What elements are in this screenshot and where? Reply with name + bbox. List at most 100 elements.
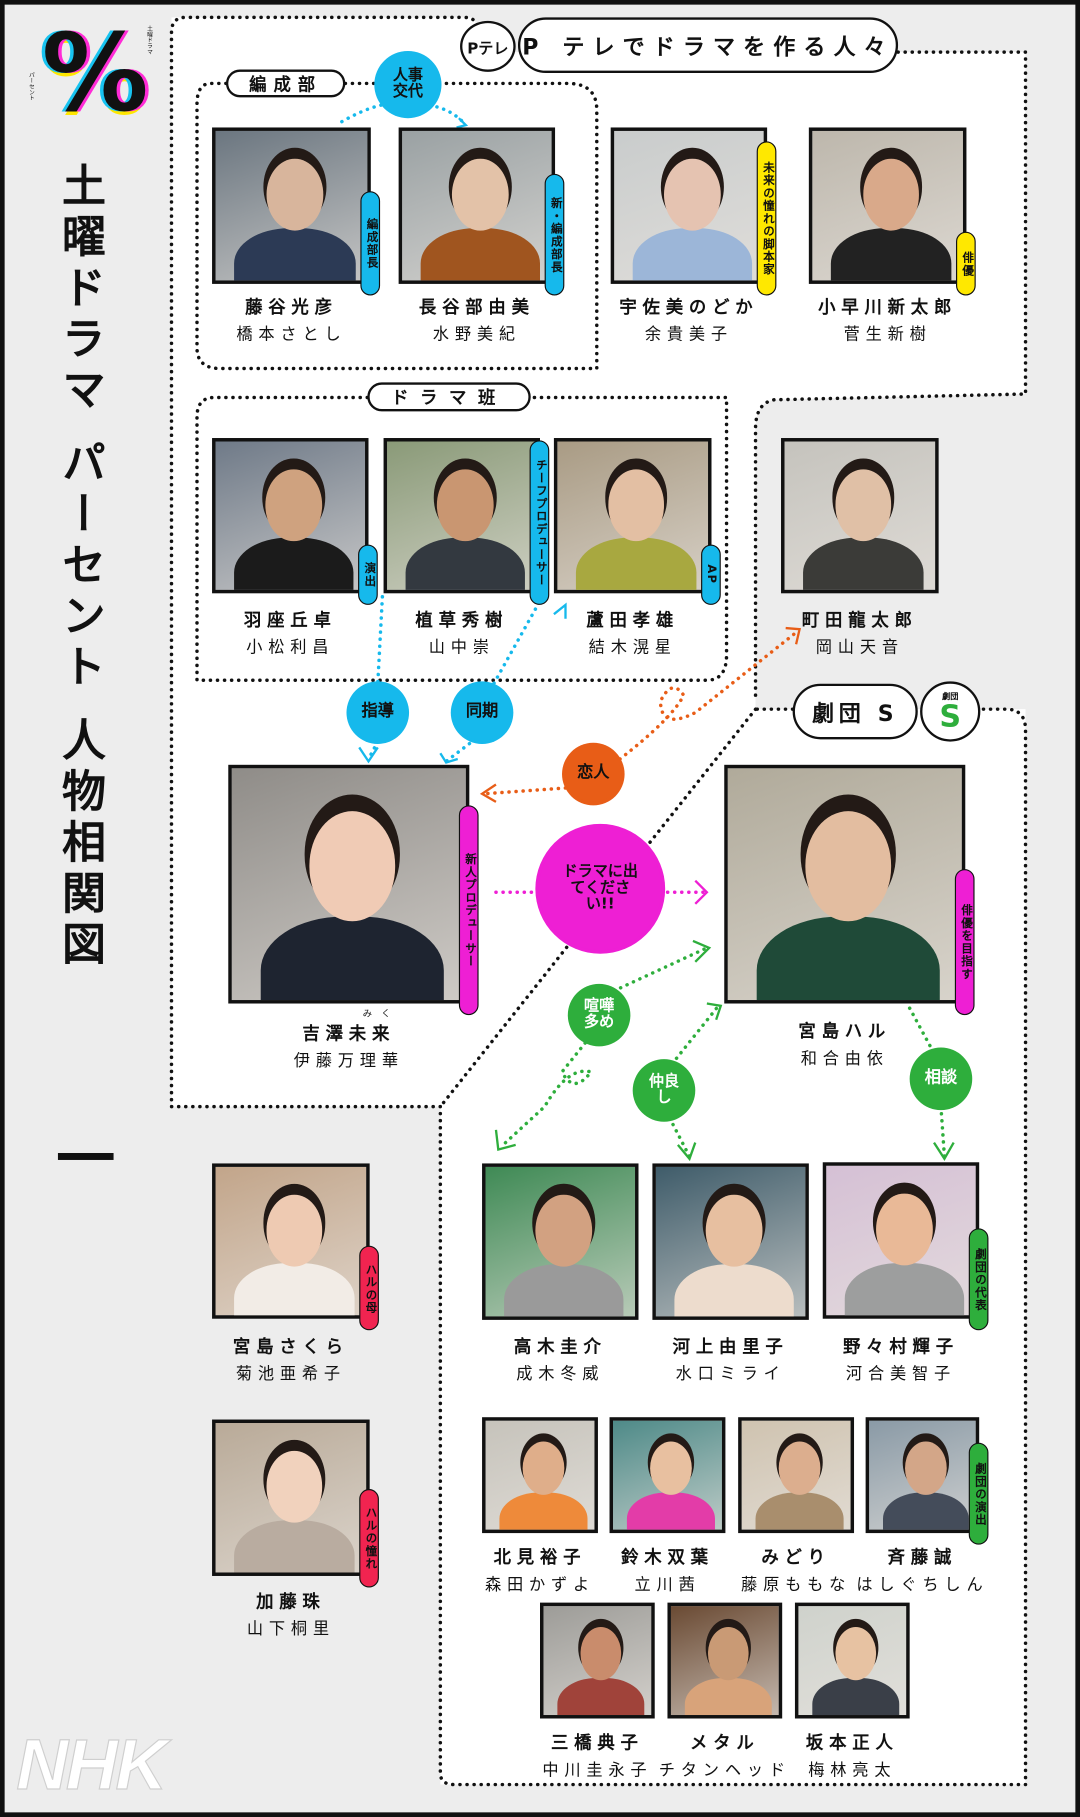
character-name: 加藤珠 bbox=[256, 1591, 326, 1612]
character-photo bbox=[794, 1602, 910, 1719]
photo-body-shape bbox=[632, 227, 752, 281]
character-photo bbox=[652, 1163, 809, 1320]
character-names: 斉藤誠 はしぐちしん bbox=[818, 1544, 1027, 1600]
nakayoshi-arrow bbox=[668, 1004, 721, 1159]
photo-head-shape bbox=[265, 469, 322, 541]
role-tag: 新人プロデューサー bbox=[458, 805, 479, 1016]
relation-koibito-bubble: 恋人 bbox=[565, 746, 622, 802]
character-names: 坂本正人 梅林亮太 bbox=[748, 1729, 957, 1785]
character-photo bbox=[540, 1602, 655, 1719]
character-name: メタル bbox=[690, 1732, 760, 1754]
role-tag: チーフプロデューサー bbox=[529, 440, 550, 605]
character-name: 小早川新太郎 bbox=[818, 296, 958, 318]
photo-body-shape bbox=[626, 1492, 715, 1530]
character-name: 長谷部由美 bbox=[418, 296, 535, 318]
page-title: 土曜ドラマ パーセント 人物相関図 bbox=[54, 162, 106, 972]
title-underline bbox=[57, 1153, 114, 1160]
character-photo bbox=[212, 1163, 370, 1319]
character-names: 小早川新太郎 菅生新樹 bbox=[783, 293, 992, 349]
character-photo bbox=[482, 1163, 639, 1320]
character-names: 町田龍太郎 岡山天音 bbox=[756, 606, 965, 662]
doki-arrow bbox=[444, 595, 545, 764]
character-names: 鈴木双葉 立川茜 bbox=[563, 1544, 772, 1600]
photo-head-shape bbox=[265, 1451, 323, 1524]
gekidan-s-mark-icon: S bbox=[939, 699, 962, 735]
photo-head-shape bbox=[804, 811, 892, 922]
actor-name: 河合美智子 bbox=[845, 1365, 957, 1384]
character-names: 加藤珠 山下桐里 bbox=[187, 1588, 396, 1644]
actor-name: 菅生新樹 bbox=[843, 325, 932, 345]
character-name: 宇佐美のどか bbox=[619, 296, 759, 318]
character-photo bbox=[822, 1162, 980, 1319]
photo-body-shape bbox=[234, 227, 356, 281]
ptele-logo-text: Pテレ bbox=[467, 39, 509, 58]
name-furigana: みく bbox=[362, 1008, 400, 1019]
character-photo bbox=[212, 1419, 370, 1576]
percent-logo: % bbox=[41, 11, 149, 136]
character-name: 鈴木双葉 bbox=[621, 1546, 714, 1568]
photo-head-shape bbox=[452, 159, 509, 232]
photo-body-shape bbox=[499, 1492, 588, 1530]
character-photo bbox=[482, 1417, 598, 1534]
character-names: 羽座丘卓 小松利昌 bbox=[186, 606, 395, 662]
actor-name: 水野美紀 bbox=[432, 325, 521, 345]
kenka-arrow-1 bbox=[498, 946, 709, 1149]
character-names: 北見裕子 森田かずよ bbox=[436, 1544, 645, 1600]
character-names: 蘆田孝雄 結木滉星 bbox=[528, 606, 737, 662]
role-tag: 俳優を目指す bbox=[954, 869, 975, 1016]
gekidan-logo-text: 劇団 bbox=[942, 691, 959, 702]
photo-body-shape bbox=[831, 227, 951, 281]
photo-head-shape bbox=[834, 469, 892, 541]
relation-doki-bubble: 同期 bbox=[454, 684, 510, 741]
character-names: 宮島ハル 和合由依 bbox=[740, 1017, 949, 1073]
character-name: 高木圭介 bbox=[513, 1336, 607, 1357]
photo-body-shape bbox=[260, 916, 444, 1001]
photo-head-shape bbox=[650, 1441, 692, 1495]
role-tag: 劇団の代表 bbox=[968, 1228, 989, 1331]
photo-body-shape bbox=[504, 1263, 624, 1317]
gekidan-group-label: 劇団 S bbox=[792, 683, 918, 740]
photo-head-shape bbox=[308, 811, 396, 922]
photo-head-shape bbox=[522, 1441, 565, 1495]
relation-shido-bubble: 指導 bbox=[349, 684, 406, 741]
character-name: 蘆田孝雄 bbox=[586, 609, 680, 631]
ptele-group-label: P テレでドラマを作る人々 bbox=[517, 17, 899, 74]
character-photo bbox=[724, 764, 966, 1004]
photo-body-shape bbox=[844, 1262, 964, 1316]
relation-kenka-bubble: 喧嘩多め bbox=[571, 987, 627, 1043]
character-name: 羽座丘卓 bbox=[243, 609, 337, 631]
character-photo bbox=[808, 127, 967, 284]
koibito-arrow bbox=[482, 629, 799, 796]
character-name: 野々村輝子 bbox=[843, 1336, 959, 1357]
actor-name: 中川圭永子 bbox=[542, 1761, 653, 1780]
character-photo bbox=[667, 1602, 783, 1719]
character-photo bbox=[738, 1417, 855, 1534]
photo-head-shape bbox=[862, 159, 920, 232]
actor-name: 和合由依 bbox=[800, 1049, 889, 1069]
actor-name: 小松利昌 bbox=[246, 638, 335, 658]
role-tag: 新・編成部長 bbox=[544, 173, 565, 296]
character-names: 三橋典子 中川圭永子 bbox=[493, 1729, 702, 1785]
gekidan-logo: 劇団 S bbox=[920, 681, 981, 742]
character-names: 河上由里子 水口ミライ bbox=[626, 1333, 835, 1389]
photo-body-shape bbox=[812, 1677, 900, 1716]
role-tag: 演出 bbox=[358, 544, 378, 605]
photo-head-shape bbox=[905, 1441, 947, 1495]
character-name: 三橋典子 bbox=[550, 1732, 644, 1754]
photo-head-shape bbox=[778, 1441, 821, 1495]
photo-head-shape bbox=[607, 469, 665, 541]
character-photo bbox=[553, 438, 712, 594]
character-names: 宇佐美のどか 余貴美子 bbox=[585, 293, 794, 349]
role-tag: 未来の憧れの脚本家 bbox=[756, 141, 777, 296]
role-tag: 編成部長 bbox=[360, 191, 381, 296]
character-photo bbox=[383, 438, 541, 594]
relation-offer-bubble: ドラマに出てください!! bbox=[538, 827, 662, 951]
photo-body-shape bbox=[405, 537, 525, 590]
sodan-arrow bbox=[907, 1006, 947, 1159]
photo-body-shape bbox=[803, 537, 924, 590]
actor-name: 岡山天音 bbox=[815, 638, 904, 658]
character-name: 町田龍太郎 bbox=[801, 609, 918, 631]
role-tag: 俳優 bbox=[956, 231, 976, 296]
